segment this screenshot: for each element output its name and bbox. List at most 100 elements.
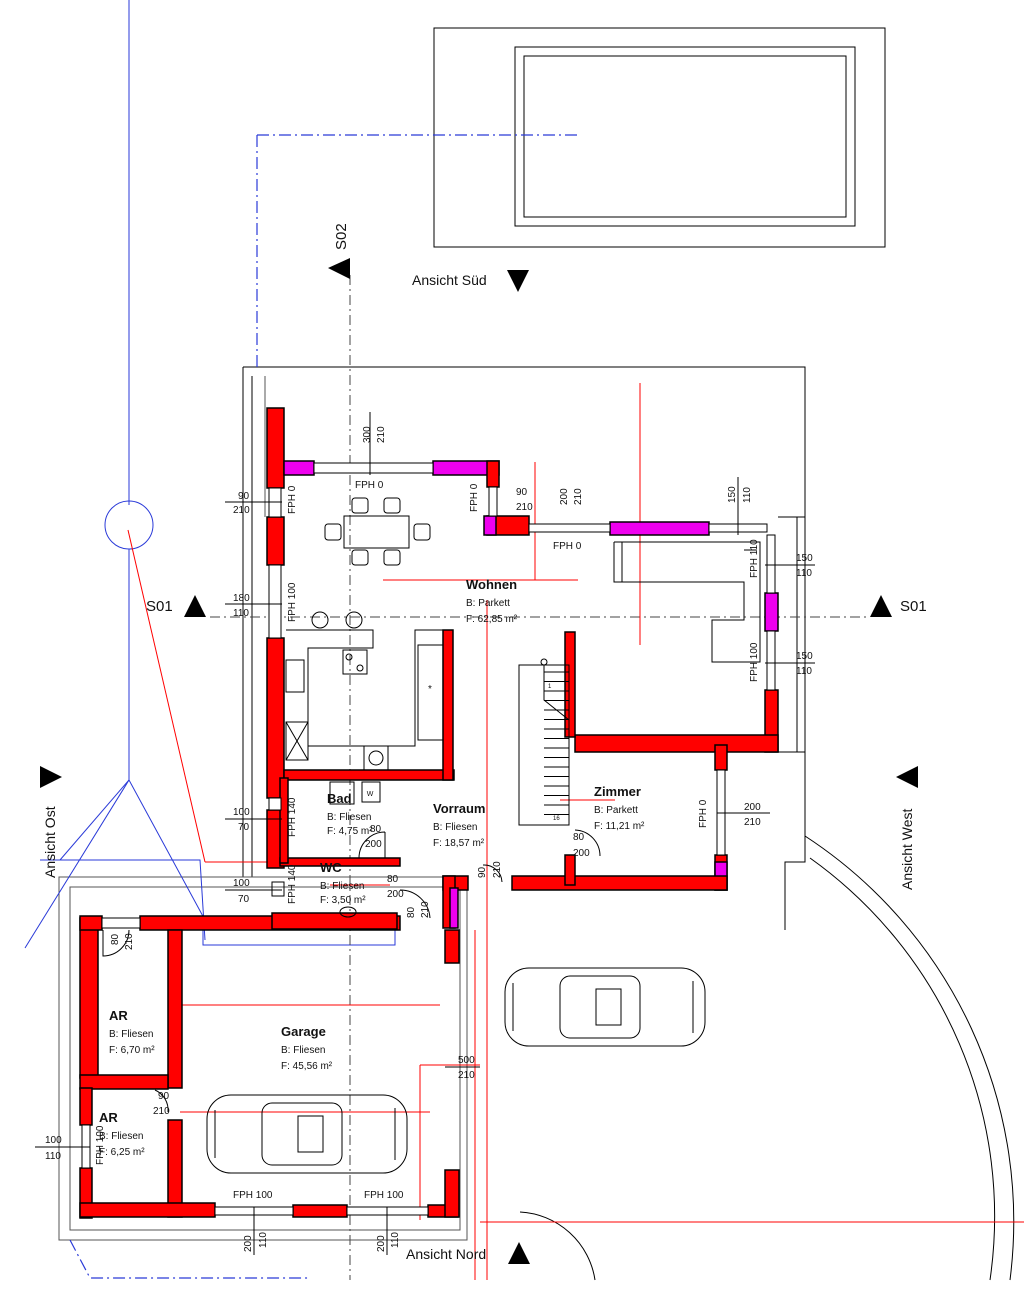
room-name: Vorraum: [433, 801, 486, 816]
room-name: WC: [320, 860, 342, 875]
room-floor: B: Parkett: [466, 598, 510, 609]
room-name: AR: [99, 1110, 118, 1125]
room-name: Garage: [281, 1024, 326, 1039]
car-driveway: [504, 967, 706, 1047]
walls: [79, 407, 779, 1219]
dim-label: 70: [238, 894, 250, 905]
fph-label: FPH 0: [355, 480, 384, 491]
dim-label: 70: [238, 822, 250, 833]
fph-label: FPH 100: [233, 1190, 273, 1201]
pool: [433, 27, 886, 248]
room-bad: Bad B: Fliesen F: 4,75 m²: [327, 791, 373, 837]
dim-label: 100: [45, 1135, 62, 1146]
dim-label: 210: [573, 488, 584, 505]
room-floor: B: Fliesen: [320, 881, 364, 892]
dim-label: 200: [573, 848, 590, 859]
view-label-nord: Ansicht Nord: [406, 1246, 486, 1262]
dim-label: 110: [390, 1232, 401, 1248]
dim-label: 110: [258, 1232, 269, 1248]
dim-label: 150: [727, 486, 738, 503]
marker-nord: [508, 1242, 530, 1264]
section-label-s01-left: S01: [146, 598, 173, 615]
room-floor: B: Parkett: [594, 805, 638, 816]
dim-label: 200: [559, 488, 570, 505]
room-area: F: 45,56 m²: [281, 1061, 333, 1072]
svg-text:W: W: [367, 791, 374, 798]
dim-label: 210: [153, 1106, 170, 1117]
room-floor: B: Fliesen: [433, 822, 477, 833]
room-area: F: 62,85 m²: [466, 614, 518, 625]
fph-label: FPH 110: [749, 539, 760, 578]
dim-label: 200: [387, 889, 404, 900]
room-floor: B: Fliesen: [281, 1045, 325, 1056]
fph-label: FPH 100: [287, 582, 298, 622]
room-area: F: 11,21 m²: [594, 821, 645, 832]
dim-label: 110: [233, 608, 249, 619]
dim-label: 200: [365, 839, 382, 850]
dim-label: 80: [370, 824, 382, 835]
dim-label: 210: [376, 426, 387, 443]
marker-sued: [507, 270, 529, 292]
room-area: F: 3,50 m²: [320, 895, 366, 906]
room-area: F: 18,57 m²: [433, 838, 485, 849]
view-label-ost: Ansicht Ost: [42, 806, 58, 878]
marker-west: [896, 766, 918, 788]
marker-s01-right: [870, 595, 892, 617]
room-name: Bad: [327, 791, 352, 806]
dim-label: 180: [233, 593, 250, 604]
view-label-west: Ansicht West: [899, 808, 915, 890]
stair-numbers: 1 16: [548, 684, 560, 822]
dim-label: 210: [124, 933, 135, 950]
section-label-s02: S02: [333, 223, 350, 250]
fph-label: FPH 140: [287, 797, 298, 837]
windows: [81, 462, 776, 1216]
dim-label: 210: [420, 901, 431, 918]
dim-label: 150: [796, 651, 813, 662]
car-garage: [206, 1094, 408, 1174]
room-floor: B: Fliesen: [327, 812, 371, 823]
fph-label: FPH 0: [698, 799, 709, 828]
room-area: F: 4,75 m²: [327, 826, 373, 837]
dim-label: 300: [362, 426, 373, 443]
room-ar-1: AR B: Fliesen F: 6,70 m²: [109, 1008, 155, 1056]
axis-lines: [24, 0, 580, 1279]
dim-label: 90: [477, 866, 488, 878]
dim-label: 210: [458, 1070, 475, 1081]
dim-label: 100: [233, 878, 250, 889]
room-floor: B: Fliesen: [109, 1029, 153, 1040]
dim-label: 80: [406, 906, 417, 918]
room-name: Wohnen: [466, 577, 517, 592]
room-wc: WC B: Fliesen F: 3,50 m²: [320, 860, 366, 906]
furniture: * W: [271, 497, 761, 918]
dim-label: 110: [796, 568, 812, 579]
dim-label: 80: [573, 832, 585, 843]
fph-labels: FPH 0 FPH 0 FPH 0 FPH 0 FPH 0 FPH 100 FP…: [95, 480, 760, 1201]
room-name: AR: [109, 1008, 128, 1023]
dim-label: 110: [742, 487, 753, 503]
room-area: F: 6,25 m²: [99, 1147, 145, 1158]
fph-label: FPH 100: [364, 1190, 404, 1201]
fph-label: FPH 0: [469, 483, 480, 512]
dim-label: 210: [516, 502, 533, 513]
marker-s01-left: [184, 595, 206, 617]
dim-label: 90: [238, 491, 250, 502]
room-name: Zimmer: [594, 784, 641, 799]
dim-label: 90: [516, 487, 528, 498]
dim-label: 200: [376, 1235, 387, 1252]
dim-label: 200: [243, 1235, 254, 1252]
dim-label: 110: [796, 666, 812, 677]
fph-label: FPH 140: [287, 864, 298, 904]
room-vorraum: Vorraum B: Fliesen F: 18,57 m²: [433, 801, 486, 849]
dim-label: 150: [796, 553, 813, 564]
room-garage: Garage B: Fliesen F: 45,56 m²: [281, 1024, 333, 1072]
section-label-s01-right: S01: [900, 598, 927, 615]
dim-label: 80: [387, 874, 399, 885]
view-label-sued: Ansicht Süd: [412, 272, 487, 288]
room-zimmer: Zimmer B: Parkett F: 11,21 m²: [594, 784, 645, 832]
dim-label: 100: [233, 807, 250, 818]
stair-label: 16: [553, 816, 560, 822]
dim-label: 210: [233, 505, 250, 516]
marker-ost: [40, 766, 62, 788]
doors: [102, 829, 601, 1113]
